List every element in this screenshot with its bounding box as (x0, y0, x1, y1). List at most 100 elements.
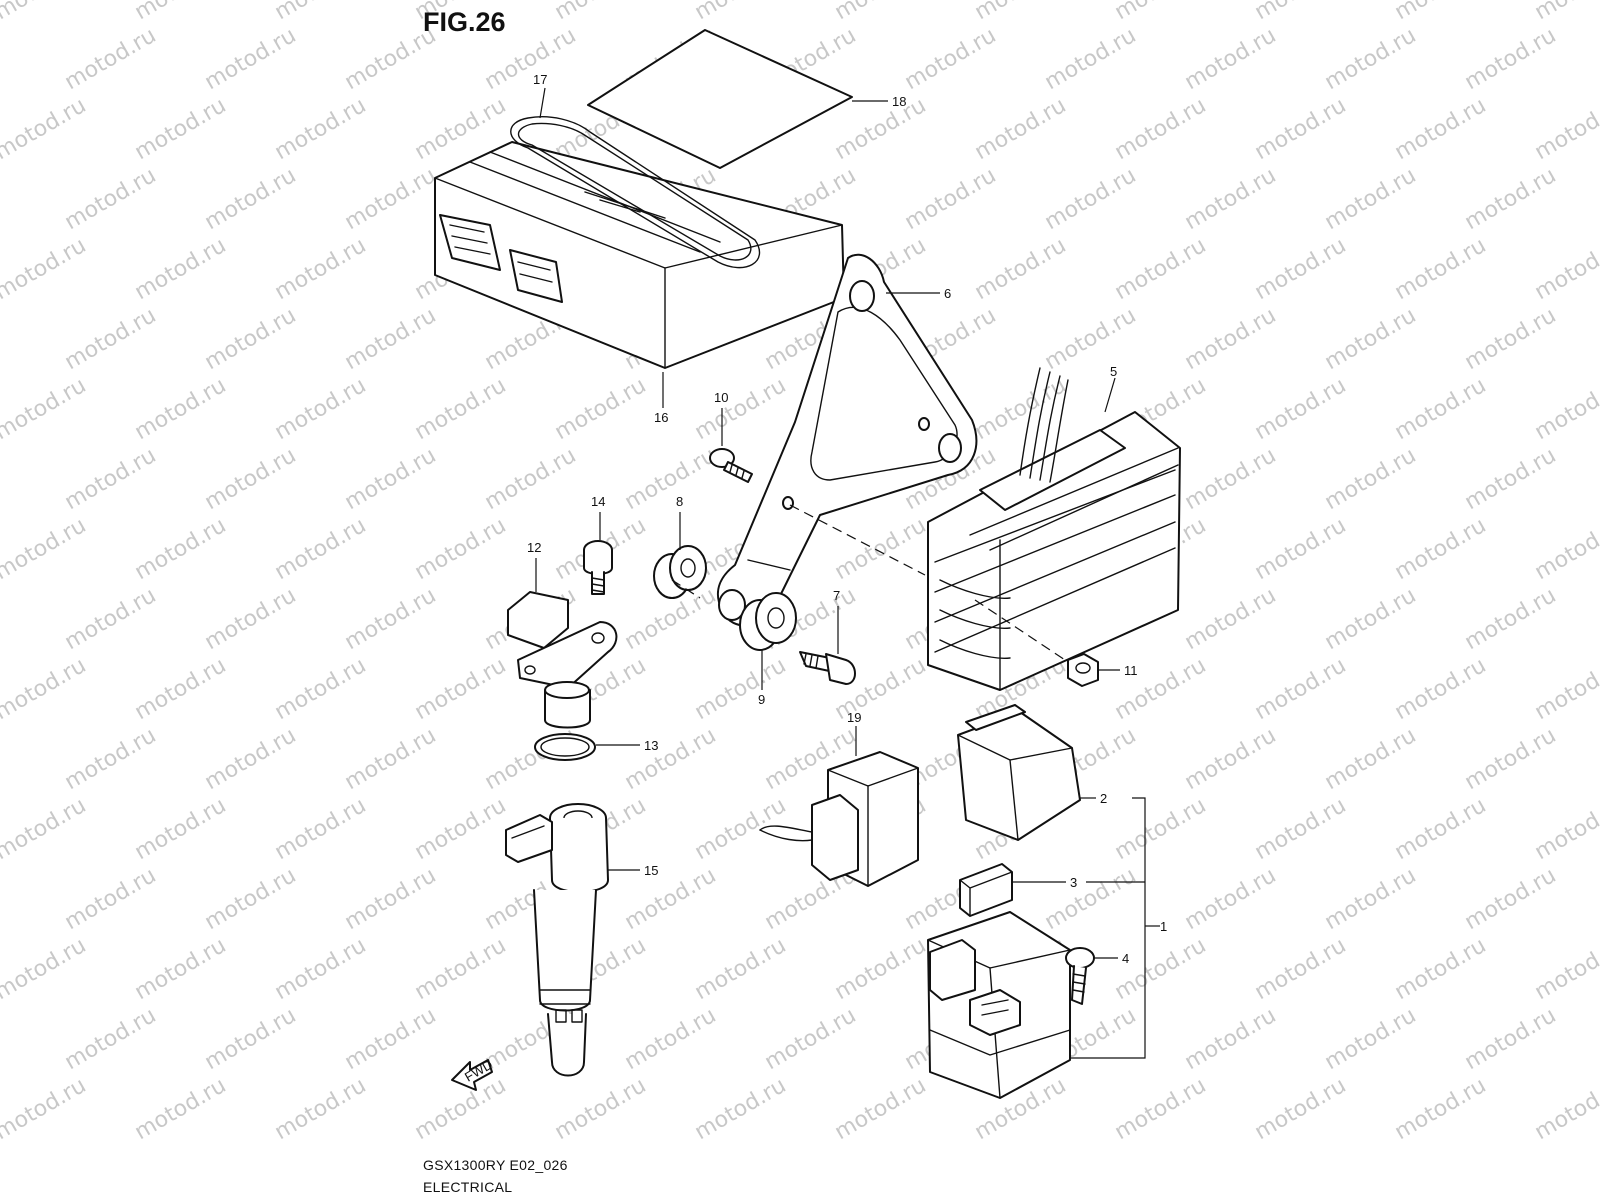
watermark-text: motod.ru (1181, 23, 1281, 95)
watermark-text: motod.ru (201, 303, 301, 375)
watermark-text: motod.ru (131, 793, 231, 865)
figure-title: FIG.26 (423, 7, 506, 37)
watermark-text: motod.ru (1321, 23, 1421, 95)
watermark-text: motod.ru (341, 163, 441, 235)
watermark-text: motod.ru (201, 23, 301, 95)
watermark-text: motod.ru (1461, 443, 1561, 515)
watermark-text: motod.ru (1111, 793, 1211, 865)
watermark-text: motod.ru (1461, 303, 1561, 375)
watermark-text: motod.ru (1111, 933, 1211, 1005)
watermark-text: motod.ru (61, 303, 161, 375)
watermark-text: motod.ru (1461, 1003, 1561, 1075)
callout-18: 18 (892, 94, 906, 109)
watermark-text: motod.ru (1461, 163, 1561, 235)
bracket-screw-drawing (709, 448, 753, 483)
watermark-text: motod.ru (411, 513, 511, 585)
watermark-text: motod.ru (1251, 1073, 1351, 1145)
watermark-text: motod.ru (691, 933, 791, 1005)
watermark-text: motod.ru (61, 23, 161, 95)
watermark-text: motod.ru (341, 443, 441, 515)
watermark-text: motod.ru (901, 163, 1001, 235)
watermark-text: motod.ru (341, 723, 441, 795)
watermark-text: motod.ru (621, 1003, 721, 1075)
watermark-text: motod.ru (131, 653, 231, 725)
watermark-text: motod.ru (201, 863, 301, 935)
watermark-text: motod.ru (61, 723, 161, 795)
watermark-text: motod.ru (831, 1073, 931, 1145)
watermark-text: motod.ru (1321, 863, 1421, 935)
camshaft-position-sensor-drawing (507, 591, 618, 729)
watermark-text: motod.ru (1531, 1073, 1600, 1145)
fwd-arrow-icon: FWD (451, 1057, 495, 1091)
watermark-text: motod.ru (0, 93, 90, 165)
watermark-text: motod.ru (551, 0, 651, 25)
watermark-text: motod.ru (1531, 793, 1600, 865)
callout-6: 6 (944, 286, 951, 301)
watermark-text: motod.ru (831, 0, 931, 25)
callout-19: 19 (847, 710, 861, 725)
watermark-text: motod.ru (1531, 373, 1600, 445)
watermark-text: motod.ru (1391, 93, 1491, 165)
watermark-text: motod.ru (131, 373, 231, 445)
watermark-text: motod.ru (691, 1073, 791, 1145)
watermark-text: motod.ru (831, 933, 931, 1005)
watermark-text: motod.ru (1181, 1003, 1281, 1075)
ecm-unit-drawing (434, 141, 845, 369)
watermark-text: motod.ru (271, 793, 371, 865)
watermark-text: motod.ru (0, 0, 90, 25)
callout-4: 4 (1122, 951, 1129, 966)
ecm-bracket-drawing (716, 253, 978, 627)
watermark-text: motod.ru (761, 1003, 861, 1075)
watermark-text: motod.ru (1461, 23, 1561, 95)
watermark-text: motod.ru (201, 443, 301, 515)
watermark-text: motod.ru (1111, 1073, 1211, 1145)
watermark-text: motod.ru (1391, 0, 1491, 25)
watermark-text: motod.ru (1321, 583, 1421, 655)
figure-code: GSX1300RY E02_026 (423, 1157, 568, 1173)
watermark-text: motod.ru (271, 933, 371, 1005)
watermark-text: motod.ru (621, 443, 721, 515)
watermark-text: motod.ru (1391, 373, 1491, 445)
watermark-text: motod.ru (691, 373, 791, 445)
watermark-text: motod.ru (1181, 723, 1281, 795)
leader-lines (535, 87, 1160, 1059)
watermark-text: motod.ru (1251, 93, 1351, 165)
callout-1: 1 (1160, 919, 1167, 934)
watermark-text: motod.ru (1391, 653, 1491, 725)
callout-16: 16 (654, 410, 668, 425)
watermark-text: motod.ru (1251, 653, 1351, 725)
watermark-text: motod.ru (271, 513, 371, 585)
watermark-text: motod.ru (131, 233, 231, 305)
watermark-text: motod.ru (1181, 443, 1281, 515)
watermark-text: motod.ru (1041, 163, 1141, 235)
watermark-text: motod.ru (61, 163, 161, 235)
bracket-cushion-lower-drawing (739, 592, 797, 651)
ecm-band-drawing (510, 116, 761, 269)
callout-3: 3 (1070, 875, 1077, 890)
watermark-text: motod.ru (61, 583, 161, 655)
callout-14: 14 (591, 494, 605, 509)
watermark-text: motod.ru (0, 653, 90, 725)
watermark-text: motod.ru (1461, 863, 1561, 935)
watermark-text: motod.ru (0, 793, 90, 865)
watermark-text: motod.ru (1461, 723, 1561, 795)
watermark-text: motod.ru (1181, 863, 1281, 935)
callout-5: 5 (1110, 364, 1117, 379)
callout-11: 11 (1124, 663, 1138, 678)
watermark-text: motod.ru (0, 513, 90, 585)
watermark-text: motod.ru (271, 1073, 371, 1145)
callout-10: 10 (714, 390, 728, 405)
watermark-text: motod.ru (271, 233, 371, 305)
section-title: ELECTRICAL (423, 1179, 512, 1195)
tip-over-sensor-drawing (759, 751, 919, 887)
ecm-pad-drawing (587, 29, 853, 169)
watermark-text: motod.ru (481, 443, 581, 515)
watermark-text: motod.ru (1531, 933, 1600, 1005)
alignment-line (671, 579, 701, 599)
watermark-text: motod.ru (411, 793, 511, 865)
watermark-text: motod.ru (201, 1003, 301, 1075)
watermark-text: motod.ru (341, 863, 441, 935)
watermark-text: motod.ru (1181, 163, 1281, 235)
watermark-text: motod.ru (411, 653, 511, 725)
